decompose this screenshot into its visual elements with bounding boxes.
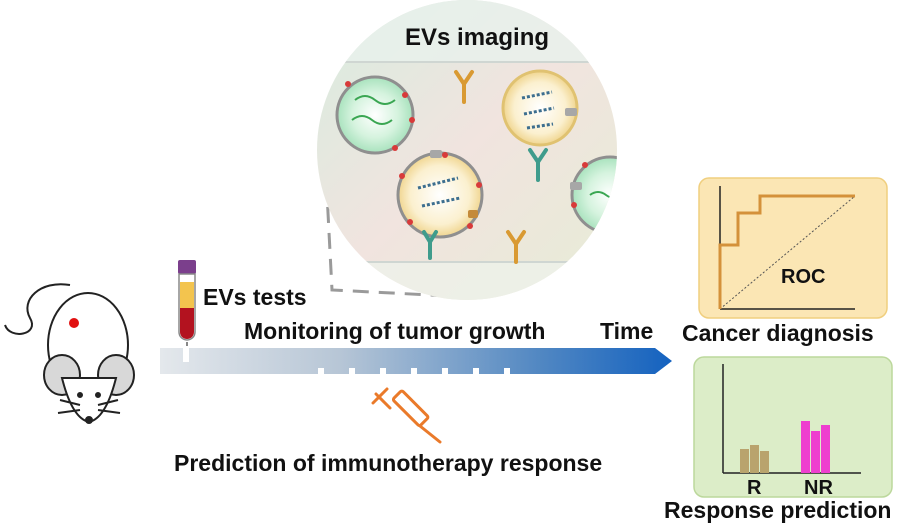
timeline-arrow xyxy=(160,346,672,375)
cancer-diagnosis-label: Cancer diagnosis xyxy=(682,320,874,346)
evs-tests-label: EVs tests xyxy=(203,284,307,310)
response-panel xyxy=(693,356,893,498)
roc-label: ROC xyxy=(781,266,826,288)
vesicle-icon xyxy=(335,75,415,155)
antibody-icon xyxy=(528,148,548,182)
bar-glyph xyxy=(801,421,810,473)
antibody-icon xyxy=(422,230,438,260)
roc-panel xyxy=(698,177,888,319)
nr-group-label: NR xyxy=(804,477,833,499)
prediction-label: Prediction of immunotherapy response xyxy=(174,450,603,476)
monitoring-label: Monitoring of tumor growth xyxy=(244,318,546,344)
blood-tube-icon xyxy=(178,260,196,352)
vesicle-icon xyxy=(396,150,484,239)
r-bars xyxy=(740,445,769,473)
mouse-icon xyxy=(4,283,135,424)
bar-glyph xyxy=(811,431,820,473)
time-label: Time xyxy=(600,318,654,344)
tumor-icon xyxy=(69,318,79,328)
magnifier-connector xyxy=(323,154,471,299)
evs-imaging-title: EVs imaging xyxy=(405,24,550,51)
bar-glyph xyxy=(760,451,769,473)
bar-glyph xyxy=(740,449,749,473)
response-prediction-label: Response prediction xyxy=(664,497,892,523)
bar-glyph xyxy=(821,425,830,473)
antibody-icon xyxy=(454,70,474,104)
nr-bars xyxy=(801,421,830,473)
vesicle-icon xyxy=(501,69,579,147)
bar-glyph xyxy=(750,445,759,473)
r-group-label: R xyxy=(747,477,762,499)
antibody-icon xyxy=(506,230,526,264)
evs-imaging-circle xyxy=(317,0,617,300)
syringe-icon xyxy=(371,387,442,444)
